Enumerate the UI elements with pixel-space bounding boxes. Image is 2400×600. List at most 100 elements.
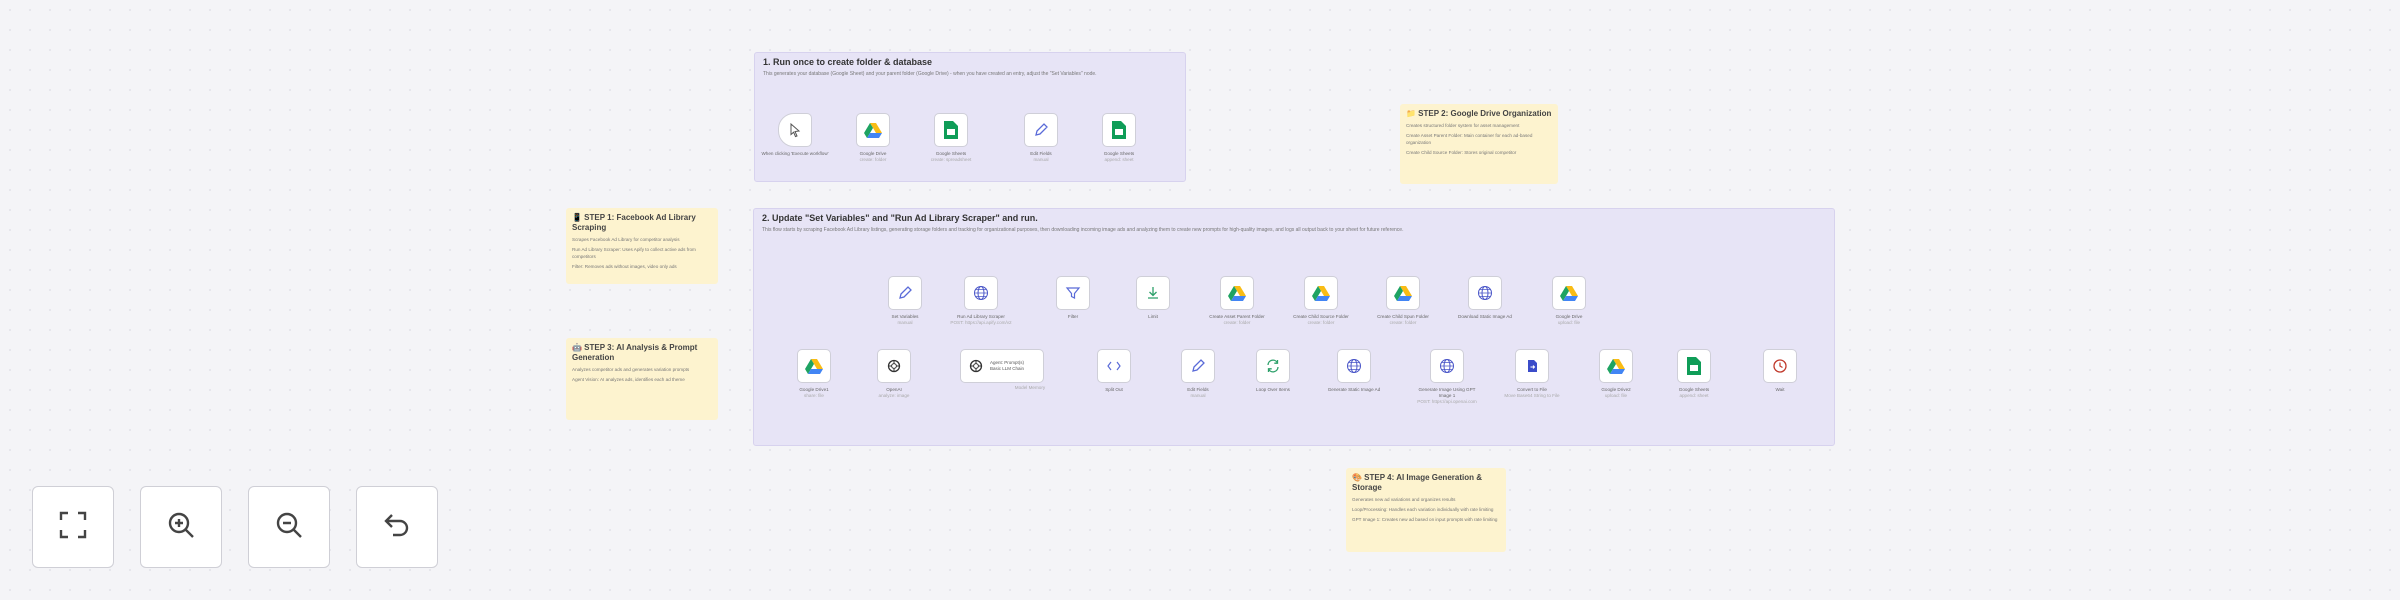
node-label-text: Run Ad Library Scraper: [957, 314, 1005, 319]
sticky-step1-line: Scrapes Facebook Ad Library for competit…: [572, 237, 680, 242]
node-google-drive1[interactable]: [797, 349, 831, 383]
agent-node-text: Agent: Prompt(s)Basic LLM Chain: [990, 360, 1024, 372]
node-sublabel: manual: [897, 320, 913, 325]
node-label-text: Google Drive: [859, 151, 887, 156]
node-google-sheets-append[interactable]: [1677, 349, 1711, 383]
sticky-step2[interactable]: 📁 STEP 2: Google Drive Organization Crea…: [1400, 104, 1558, 184]
globe-icon: [1475, 283, 1495, 303]
node-google-sheets[interactable]: [1102, 113, 1136, 147]
node-sublabel: manual: [1033, 157, 1049, 162]
node-edit-fields-2[interactable]: [1181, 349, 1215, 383]
node-sublabel: upload: file: [1604, 393, 1628, 398]
setup-group[interactable]: 1. Run once to create folder & database …: [754, 52, 1186, 182]
node-run-ad-library-scraper[interactable]: [964, 276, 998, 310]
node-label-text: Filter: [1067, 314, 1079, 319]
sticky-step1[interactable]: 📱 STEP 1: Facebook Ad Library Scraping S…: [566, 208, 718, 284]
node-label-text: When clicking 'Execute workflow': [761, 151, 829, 156]
google-drive-icon: [863, 120, 883, 140]
globe-icon: [971, 283, 991, 303]
openai-icon: [884, 356, 904, 376]
sticky-step2-line: Create Child Source Folder: Stores origi…: [1406, 150, 1517, 155]
setup-group-description: This generates your database (Google She…: [763, 71, 1097, 77]
node-download-static-image-ad[interactable]: [1468, 276, 1502, 310]
openai-icon: [966, 356, 986, 376]
sticky-step2-title: 📁 STEP 2: Google Drive Organization: [1406, 109, 1552, 118]
google-drive-icon: [804, 356, 824, 376]
node-google-sheets[interactable]: [934, 113, 968, 147]
sticky-step3-line: Agent Vision: AI analyzes ads, identifie…: [572, 377, 685, 382]
sticky-step4-line: Loop/Processing: Handles each variation …: [1352, 507, 1494, 512]
node-sublabel: create: folder: [1307, 320, 1335, 325]
node-label-text: Set Variables: [891, 314, 919, 319]
node-label-text: Wait: [1775, 387, 1785, 392]
google-sheets-icon: [1684, 356, 1704, 376]
sticky-step3-title: 🤖 STEP 3: AI Analysis & Prompt Generatio…: [572, 343, 698, 362]
node-wait[interactable]: [1763, 349, 1797, 383]
node-sublabel: analyze: image: [878, 393, 910, 398]
sticky-step1-line: Run Ad Library Scraper: Uses Apify to co…: [572, 247, 696, 259]
node-split-out[interactable]: [1097, 349, 1131, 383]
node-limit[interactable]: [1136, 276, 1170, 310]
node-convert-to-file[interactable]: [1515, 349, 1549, 383]
zoom-out-button[interactable]: [248, 486, 330, 568]
node-sublabel: create: folder: [1389, 320, 1417, 325]
node-openai-analyze[interactable]: [877, 349, 911, 383]
node-generate-image-gpt[interactable]: [1430, 349, 1464, 383]
loop-icon: [1263, 356, 1283, 376]
node-google-drive2[interactable]: [1599, 349, 1633, 383]
globe-icon: [1437, 356, 1457, 376]
sticky-step3[interactable]: 🤖 STEP 3: AI Analysis & Prompt Generatio…: [566, 338, 718, 420]
node-label-text: OpenAI: [886, 387, 902, 392]
node-label-text: Download Static Image Ad: [1458, 314, 1512, 319]
node-label-text: Google Sheets: [1678, 387, 1710, 392]
reset-zoom-button[interactable]: [356, 486, 438, 568]
node-label-text: Create Child Spun Folder: [1377, 314, 1429, 319]
sticky-step2-line: Create Asset Parent Folder: Main contain…: [1406, 133, 1533, 145]
node-label-text: Create Asset Parent Folder: [1209, 314, 1265, 319]
zoom-in-button[interactable]: [140, 486, 222, 568]
node-create-child-source-folder[interactable]: [1304, 276, 1338, 310]
node-label-text: Split Out: [1105, 387, 1123, 392]
sticky-step4-line: Generates new ad variations and organize…: [1352, 497, 1456, 502]
node-google-drive-upload[interactable]: [1552, 276, 1586, 310]
node-manual-trigger[interactable]: [778, 113, 812, 147]
node-generate-static-image-ad[interactable]: [1337, 349, 1371, 383]
node-create-asset-parent-folder[interactable]: [1220, 276, 1254, 310]
node-sublabel: append: sheet: [1679, 393, 1709, 398]
node-label-text: Edit Fields: [1030, 151, 1052, 156]
google-sheets-icon: [941, 120, 961, 140]
node-agent-prompts[interactable]: Agent: Prompt(s)Basic LLM Chain: [960, 349, 1044, 383]
node-sublabel: share: file: [804, 393, 824, 398]
node-google-drive[interactable]: [856, 113, 890, 147]
node-loop-over-items[interactable]: [1256, 349, 1290, 383]
node-filter[interactable]: [1056, 276, 1090, 310]
node-label-text: Google Sheets: [935, 151, 967, 156]
google-drive-icon: [1559, 283, 1579, 303]
node-set-variables[interactable]: [888, 276, 922, 310]
node-label-text: Google Sheets: [1103, 151, 1135, 156]
pencil-icon: [1031, 120, 1051, 140]
node-sublabel: create: spreadsheet: [930, 157, 972, 162]
sticky-step4-title: 🎨 STEP 4: AI Image Generation & Storage: [1352, 473, 1482, 492]
node-edit-fields[interactable]: [1024, 113, 1058, 147]
node-label-text: Generate Static Image Ad: [1327, 387, 1381, 392]
sticky-step3-line: Analyzes competitor ads and generates va…: [572, 367, 690, 372]
node-create-child-spun-folder[interactable]: [1386, 276, 1420, 310]
sticky-step4[interactable]: 🎨 STEP 4: AI Image Generation & Storage …: [1346, 468, 1506, 552]
main-group[interactable]: 2. Update "Set Variables" and "Run Ad Li…: [753, 208, 1835, 446]
node-label: Download Static Image Ad: [1450, 314, 1520, 320]
fit-view-button[interactable]: [32, 486, 114, 568]
node-label-text: Generate Image Using GPT Image 1: [1418, 387, 1476, 398]
